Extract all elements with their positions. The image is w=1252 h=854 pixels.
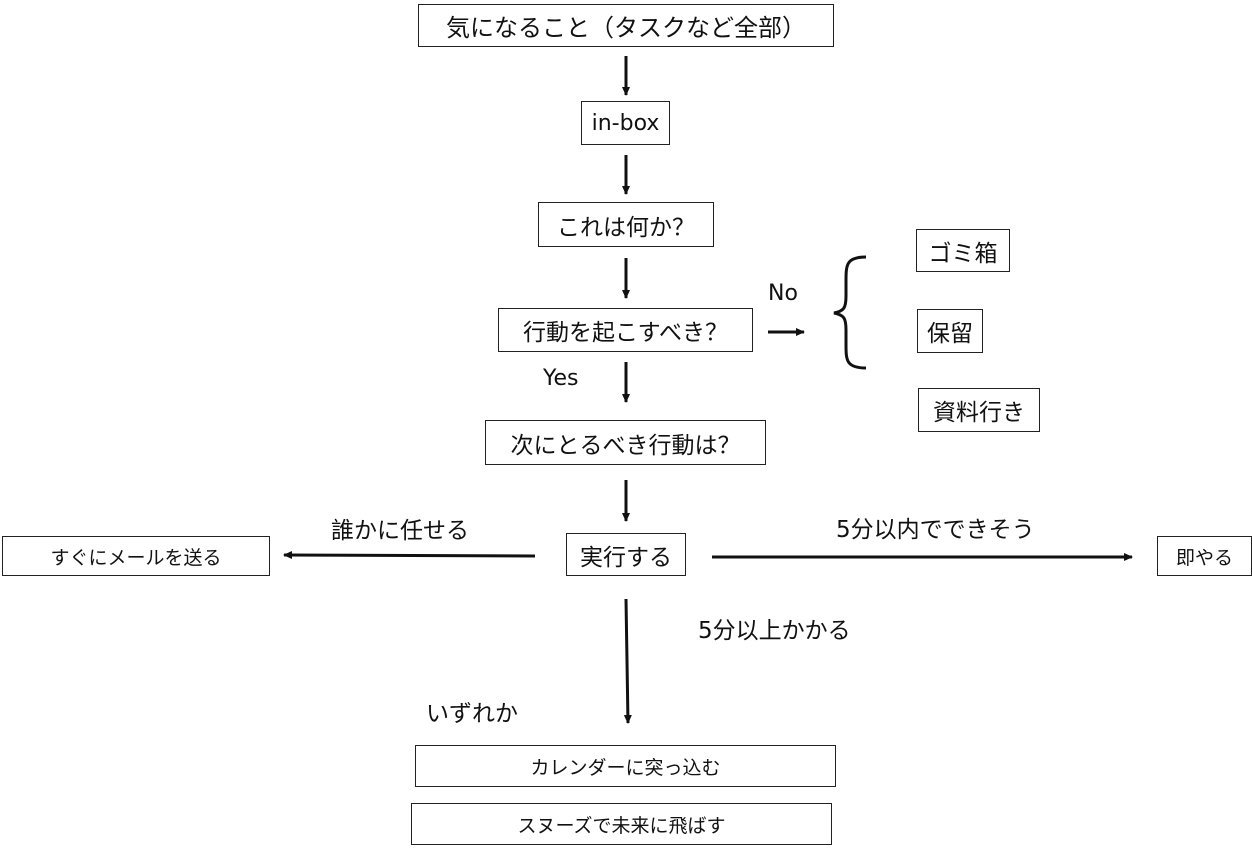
node-what-label: これは何か？: [557, 214, 695, 241]
node-hold: 保留: [917, 309, 983, 353]
label-no: No: [768, 281, 798, 306]
node-snooze-label: スヌーズで未来に飛ばす: [517, 814, 726, 837]
node-actionable: 行動を起こすべき？: [498, 308, 753, 352]
node-hold-label: 保留: [927, 321, 973, 347]
label-under-5-min: 5分以内でできそう: [836, 517, 1035, 543]
node-delegate-label: すぐにメールを送る: [50, 546, 222, 569]
node-calendar-label: カレンダーに突っ込む: [530, 756, 721, 779]
node-what: これは何か？: [538, 202, 714, 247]
arrow-to-delegate: [283, 551, 536, 560]
curly-brace: [833, 255, 867, 370]
node-calendar: カレンダーに突っ込む: [415, 745, 836, 787]
node-do-now: 即やる: [1157, 536, 1252, 576]
node-delegate: すぐにメールを送る: [2, 536, 270, 576]
node-snooze: スヌーズで未来に飛ばす: [411, 803, 832, 845]
node-inbox: in-box: [581, 101, 670, 145]
node-concerns-label: 気になること（タスクなど全部）: [446, 14, 806, 42]
label-either: いずれか: [426, 701, 518, 727]
node-next-action: 次にとるべき行動は？: [485, 420, 766, 465]
label-yes: Yes: [543, 366, 579, 391]
node-do-label: 実行する: [580, 544, 672, 571]
node-next-action-label: 次にとるべき行動は？: [510, 432, 741, 459]
label-delegate: 誰かに任せる: [331, 518, 469, 544]
node-do-now-label: 即やる: [1175, 546, 1233, 569]
node-do: 実行する: [566, 533, 686, 576]
node-trash: ゴミ箱: [916, 229, 1010, 272]
node-trash-label: ゴミ箱: [928, 240, 998, 267]
node-reference-label: 資料行き: [933, 400, 1025, 426]
node-actionable-label: 行動を起こすべき？: [523, 320, 728, 346]
node-concerns: 気になること（タスクなど全部）: [418, 4, 834, 47]
node-reference: 資料行き: [918, 388, 1040, 432]
node-inbox-label: in-box: [591, 110, 660, 136]
arrow-to-defer: [623, 598, 632, 724]
label-over-5-min: 5分以上かかる: [698, 618, 851, 644]
